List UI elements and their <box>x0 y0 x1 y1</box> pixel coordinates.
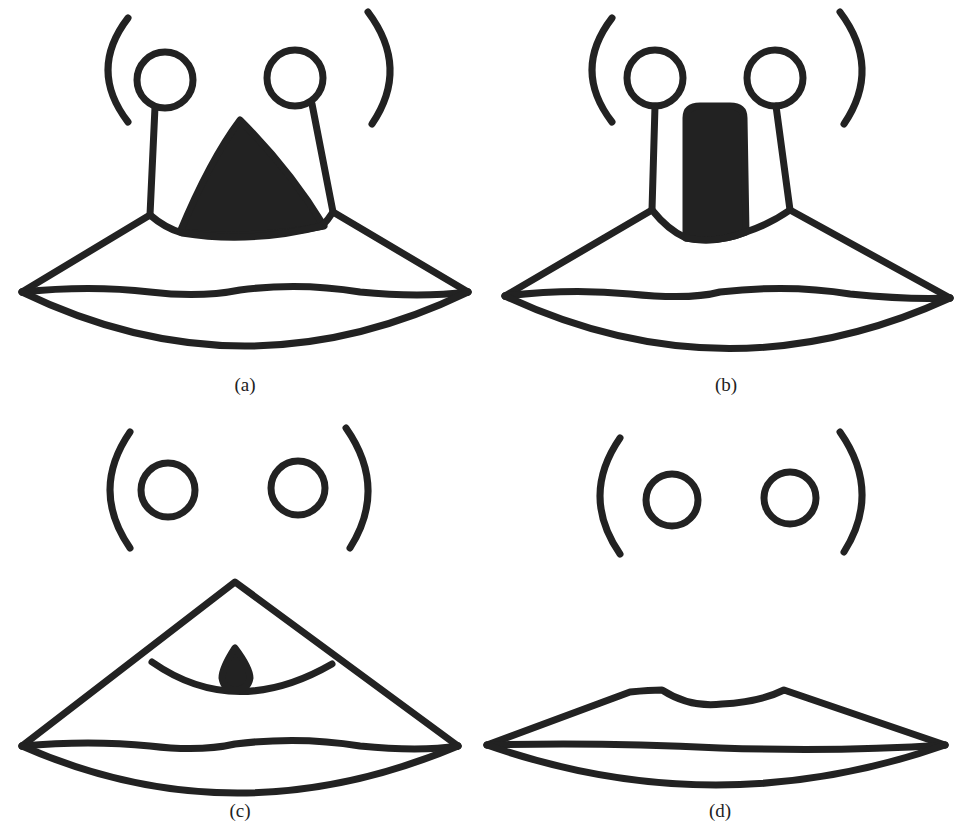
panel-label: (c) <box>229 800 250 822</box>
panel-c-drawing <box>22 428 458 793</box>
panel-label: (b) <box>715 374 737 396</box>
panel-d-drawing <box>487 432 945 785</box>
panel-b-drawing <box>505 12 950 349</box>
panel-a-drawing <box>22 12 468 346</box>
panel-label: (d) <box>709 800 731 822</box>
panel-label: (a) <box>234 374 255 396</box>
